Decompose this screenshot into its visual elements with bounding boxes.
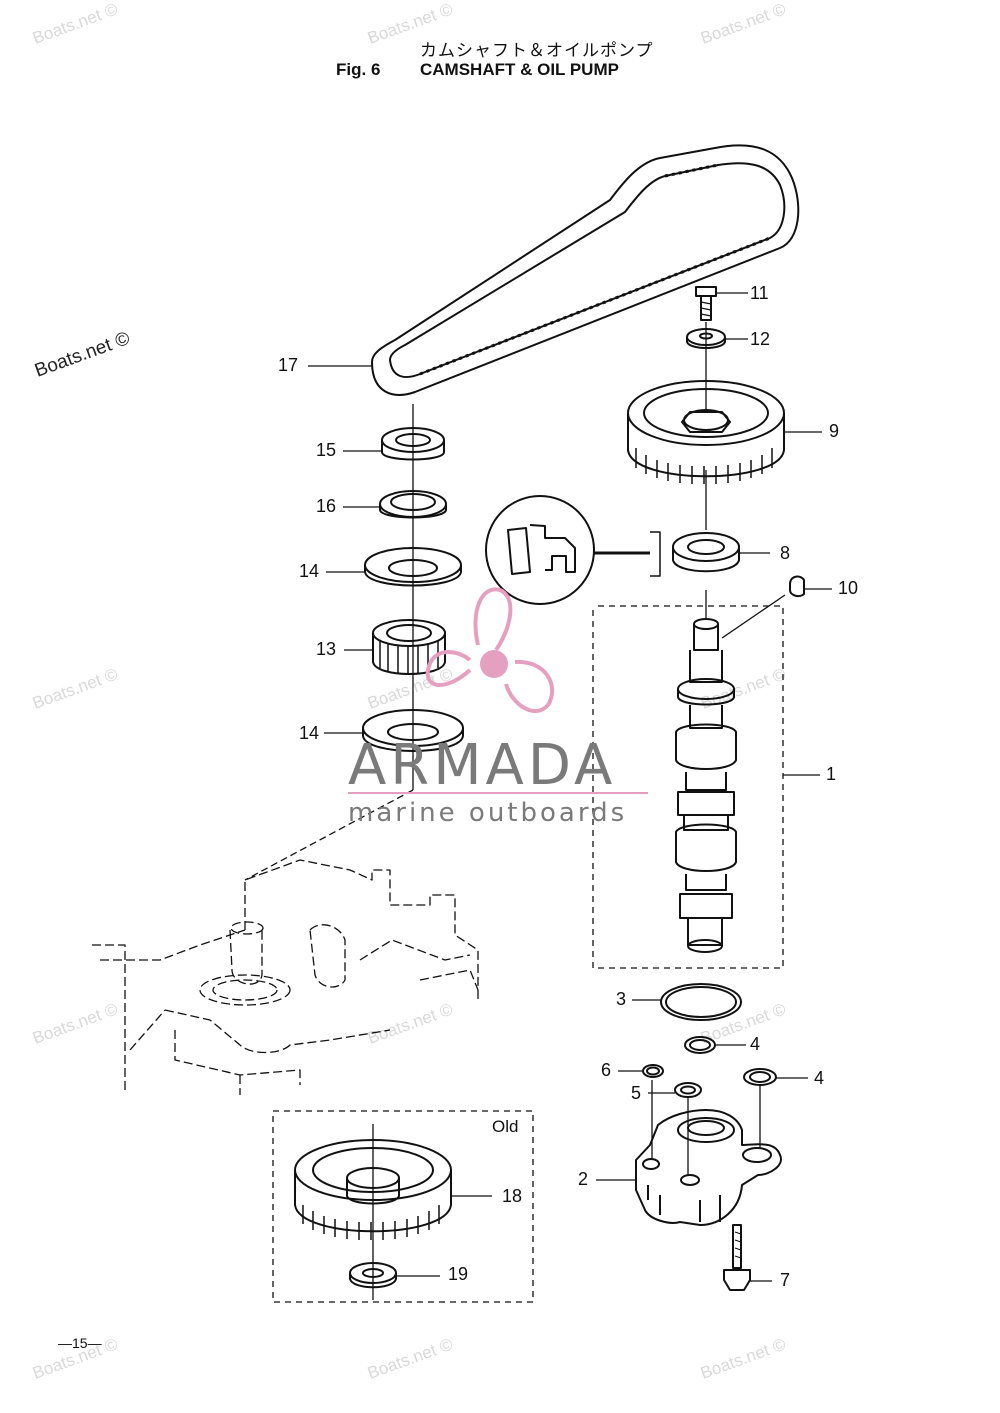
o-ring-6	[642, 1064, 664, 1078]
part-label: 8	[780, 543, 791, 563]
part-label: 17	[278, 355, 299, 375]
title-japanese: カムシャフト＆オイルポンプ	[420, 41, 654, 61]
oil-pump-2	[635, 1109, 782, 1226]
page-number: —15—	[58, 1335, 102, 1351]
lock-washer-16	[379, 490, 447, 519]
o-ring-4-upper	[684, 1036, 716, 1054]
old-parts-box	[272, 1110, 534, 1303]
part-label: 10	[838, 578, 859, 598]
part-label: 9	[829, 421, 840, 441]
o-ring-3	[660, 983, 742, 1021]
timing-belt	[371, 144, 800, 396]
camshaft-1	[675, 618, 737, 953]
woodruff-key-10	[789, 575, 805, 598]
washer-12	[686, 328, 726, 349]
part-label: 4	[750, 1034, 761, 1054]
part-label: 13	[316, 639, 337, 659]
part-label: 7	[780, 1270, 791, 1290]
o-ring-5	[674, 1082, 702, 1098]
part-label: 5	[631, 1083, 642, 1103]
washer-14-lower	[362, 709, 464, 752]
part-label: 14	[299, 561, 320, 581]
title-english: CAMSHAFT & OIL PUMP	[420, 60, 619, 79]
o-ring-4-right	[743, 1068, 777, 1086]
cylinder-block-outline	[92, 859, 479, 1095]
oil-seal-8	[672, 532, 740, 573]
bolt-7	[723, 1224, 751, 1291]
part-label: 6	[601, 1060, 612, 1080]
part-label: 12	[750, 329, 771, 349]
old-camshaft-pulley-18	[294, 1139, 452, 1240]
old-washer-19	[349, 1262, 397, 1289]
camshaft-assembly-box	[592, 605, 784, 969]
part-label: 11	[750, 283, 769, 303]
nut-15	[381, 427, 445, 461]
part-label: 18	[502, 1186, 523, 1206]
logo-divider	[348, 792, 648, 794]
washer-14-upper	[364, 547, 462, 587]
part-label: 16	[316, 496, 337, 516]
part-label: 3	[616, 989, 627, 1009]
logo-tagline: marine outboards	[348, 798, 628, 828]
logo-wordmark: ARMADA	[348, 733, 617, 798]
part-label: 1	[826, 764, 837, 784]
figure-number: Fig. 6	[336, 60, 381, 79]
bolt-11	[695, 286, 717, 321]
part-label: 2	[578, 1169, 589, 1189]
oil-seal-detail-callout	[485, 495, 661, 605]
part-label: 15	[316, 440, 337, 460]
camshaft-pulley-9	[627, 380, 785, 484]
old-box-label: Old	[492, 1117, 519, 1136]
armada-propeller-logo	[425, 587, 555, 713]
crank-gear-13	[372, 619, 446, 675]
part-label: 14	[299, 723, 320, 743]
part-label: 4	[814, 1068, 825, 1088]
part-label: 19	[448, 1264, 469, 1284]
